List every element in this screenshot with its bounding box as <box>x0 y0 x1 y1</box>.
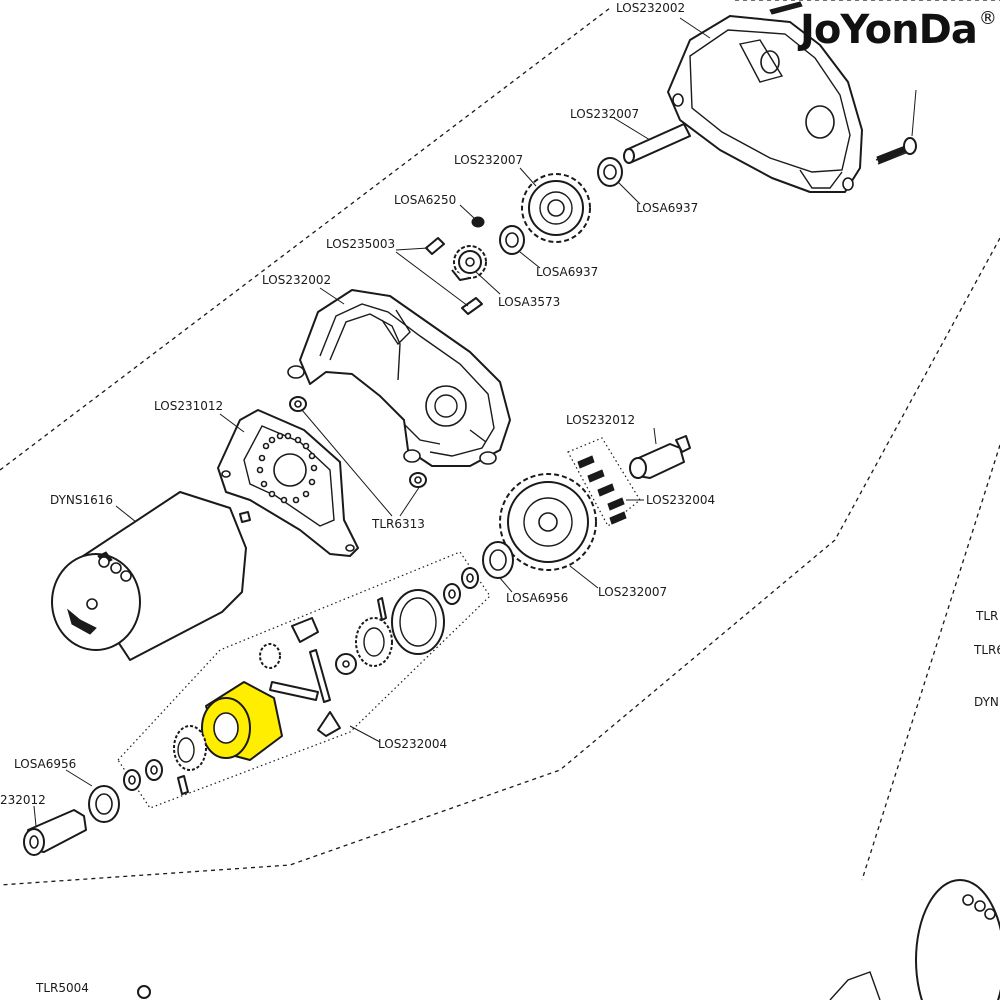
motor-dyns1616 <box>51 491 251 661</box>
gearbox-cover <box>667 15 863 193</box>
small-part-bottom <box>137 985 151 999</box>
diff-pin-small <box>177 775 189 795</box>
diff-cup-gear <box>173 725 207 771</box>
label-losa6937-b: LOSA6937 <box>536 265 598 279</box>
label-los232007-pin: LOS232007 <box>570 107 639 121</box>
pinion-gear <box>451 245 487 281</box>
diff-thrust-washer <box>335 653 357 675</box>
label-tlr-bottom: TLR5004 <box>35 981 89 995</box>
label-losa6956-right: LOSA6956 <box>506 591 568 605</box>
label-los232004-diff: LOS232004 <box>378 737 447 751</box>
gearbox-case <box>287 289 511 467</box>
set-screw-losa6250 <box>471 216 485 228</box>
diff-housing-highlighted <box>201 681 283 761</box>
cover-screw-right <box>875 89 917 165</box>
label-dyn-edge: DYN <box>974 695 999 709</box>
diff-ring-gear <box>355 617 393 667</box>
label-los232002-mid: LOS232002 <box>262 273 331 287</box>
screw-los235003-a <box>425 237 445 255</box>
diff-spider-gear-left <box>259 643 281 669</box>
label-los232012-right: LOS232012 <box>566 413 635 427</box>
diff-washer-a <box>461 567 479 589</box>
diff-washer-b <box>443 583 461 605</box>
diff-washer-d <box>123 769 141 791</box>
label-tlr-edge-2: TLR6 <box>973 643 1000 657</box>
label-los232007-gear-top: LOS232007 <box>454 153 523 167</box>
cover-screw-top <box>769 1 803 15</box>
nut-tlr6313-b <box>409 472 427 488</box>
assembly-boundary-right <box>861 444 1000 881</box>
label-los231012: LOS231012 <box>154 399 223 413</box>
bearing-losa6937-mid <box>499 225 525 255</box>
brand-logo: JoYonDa® <box>800 7 997 53</box>
label-los232004-screws: LOS232004 <box>646 493 715 507</box>
label-tlr6313: TLR6313 <box>371 517 425 531</box>
screw-los235003-b <box>461 297 483 315</box>
idler-gear-top <box>521 173 591 243</box>
motor-plate <box>217 409 359 557</box>
diff-spider-gear-bottom <box>317 711 341 737</box>
registered-mark: ® <box>978 8 997 29</box>
diff-shaft-vertical <box>309 649 331 703</box>
label-los232007-spur: LOS232007 <box>598 585 667 599</box>
outdrive-los232012-left <box>23 809 87 856</box>
spur-gear-los232007 <box>499 473 597 571</box>
diff-spider-gear-top <box>291 617 319 643</box>
diff-washer-c <box>145 759 163 781</box>
outdrive-los232012-right <box>629 435 691 479</box>
diff-cross-pin <box>377 597 387 621</box>
nut-tlr6313-a <box>289 396 307 412</box>
label-tlr-edge-1: TLR <box>975 609 998 623</box>
label-losa6956-left: LOSA6956 <box>14 757 76 771</box>
bearing-losa6937-top <box>597 157 623 187</box>
label-los232012-left: 232012 <box>0 793 46 807</box>
label-losa6937-a: LOSA6937 <box>636 201 698 215</box>
leader-lines <box>33 17 711 827</box>
label-los232002-top: LOS232002 <box>616 1 685 15</box>
label-losa3573: LOSA3573 <box>498 295 560 309</box>
label-los235003: LOS235003 <box>326 237 395 251</box>
brand-name: JoYonDa <box>800 7 978 53</box>
label-losa6250: LOSA6250 <box>394 193 456 207</box>
motor-partial-bottom-right <box>829 879 1000 1000</box>
diff-gasket <box>391 589 445 655</box>
diff-shaft-horizontal <box>269 681 319 701</box>
bearing-losa6956-left <box>88 785 120 823</box>
bearing-losa6956-right <box>482 541 514 579</box>
idler-pin <box>623 123 691 164</box>
label-dyns1616: DYNS1616 <box>50 493 113 507</box>
